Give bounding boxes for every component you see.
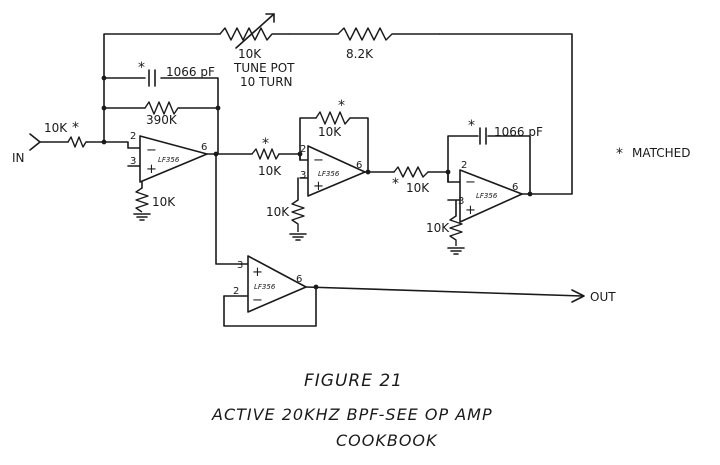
svg-text:3: 3 xyxy=(237,260,243,271)
svg-text:*: * xyxy=(616,146,623,162)
svg-text:6: 6 xyxy=(201,142,207,153)
svg-text:−: − xyxy=(313,153,324,168)
resistor-gnd3: 10K xyxy=(426,215,465,255)
svg-text:10K: 10K xyxy=(258,164,282,178)
matched-note: * MATCHED xyxy=(616,146,690,162)
resistor-fb2: * 10K xyxy=(315,98,351,139)
resistor-input: 10K * xyxy=(44,120,88,148)
svg-text:6: 6 xyxy=(296,274,302,285)
output-terminal: OUT xyxy=(571,289,616,304)
svg-text:*: * xyxy=(338,98,345,114)
wiring xyxy=(39,33,583,327)
svg-text:10K: 10K xyxy=(406,181,430,195)
caption-line-1: ACTIVE 20KHZ BPF-SEE OP AMP xyxy=(211,405,493,424)
svg-text:2: 2 xyxy=(233,286,239,297)
svg-text:6: 6 xyxy=(356,160,362,171)
resistor-in2: * 10K xyxy=(251,136,282,178)
opamp-1: 2 3 6 − + LF356 xyxy=(130,131,208,183)
opamp-2: 2 3 6 − + LF356 xyxy=(300,144,366,197)
svg-text:10K: 10K xyxy=(152,195,176,209)
resistor-fb1: 390K xyxy=(144,101,180,127)
svg-text:−: − xyxy=(146,143,157,158)
svg-text:LF356: LF356 xyxy=(476,192,498,200)
svg-text:LF356: LF356 xyxy=(318,170,340,178)
svg-text:3: 3 xyxy=(130,156,136,167)
svg-text:LF356: LF356 xyxy=(254,283,276,291)
junction-dots xyxy=(101,75,533,290)
figure-caption: FIGURE 21 xyxy=(304,371,403,391)
svg-text:10K: 10K xyxy=(238,47,262,61)
resistor-8k2: 8.2K xyxy=(337,27,440,61)
svg-text:2: 2 xyxy=(461,160,467,171)
svg-text:TUNE POT: TUNE POT xyxy=(233,61,295,75)
svg-text:*: * xyxy=(72,120,79,136)
resistor-gnd1: 10K xyxy=(133,187,176,221)
svg-text:10 TURN: 10 TURN xyxy=(240,75,293,89)
svg-text:10K: 10K xyxy=(44,121,68,135)
svg-text:+: + xyxy=(465,203,476,218)
output-label: OUT xyxy=(590,290,616,304)
svg-text:*: * xyxy=(262,136,269,152)
input-label: IN xyxy=(12,151,25,165)
resistor-gnd2: 10K xyxy=(266,199,307,241)
svg-text:−: − xyxy=(465,175,476,190)
svg-text:*: * xyxy=(468,118,475,134)
opamp-buffer: 3 2 6 + − LF356 xyxy=(233,255,307,313)
svg-text:MATCHED: MATCHED xyxy=(632,146,690,160)
svg-text:10K: 10K xyxy=(426,221,450,235)
svg-text:2: 2 xyxy=(300,144,306,155)
svg-text:2: 2 xyxy=(130,131,136,142)
svg-text:1066 pF: 1066 pF xyxy=(166,65,215,79)
svg-text:+: + xyxy=(252,265,263,280)
svg-text:390K: 390K xyxy=(146,113,178,127)
svg-text:8.2K: 8.2K xyxy=(346,47,374,61)
svg-text:*: * xyxy=(138,60,145,76)
svg-text:LF356: LF356 xyxy=(158,156,180,164)
svg-text:+: + xyxy=(313,179,324,194)
capacitor-fb1: * 1066 pF xyxy=(138,60,215,87)
svg-text:*: * xyxy=(392,176,399,192)
capacitor-fb3: * 1066 pF xyxy=(468,118,543,145)
svg-text:10K: 10K xyxy=(318,125,342,139)
resistor-in3: * 10K xyxy=(392,166,430,195)
svg-text:6: 6 xyxy=(512,182,518,193)
input-terminal: IN xyxy=(12,133,41,165)
svg-text:−: − xyxy=(252,293,263,308)
svg-text:10K: 10K xyxy=(266,205,290,219)
svg-text:3: 3 xyxy=(300,170,306,181)
svg-text:+: + xyxy=(146,162,157,177)
svg-text:3: 3 xyxy=(458,196,464,207)
opamp-3: 2 3 6 − + LF356 xyxy=(458,160,523,223)
caption-line-2: COOKBOOK xyxy=(336,431,438,450)
svg-text:1066 pF: 1066 pF xyxy=(494,125,543,139)
tune-pot: 10K TUNE POT 10 TURN xyxy=(219,13,295,89)
